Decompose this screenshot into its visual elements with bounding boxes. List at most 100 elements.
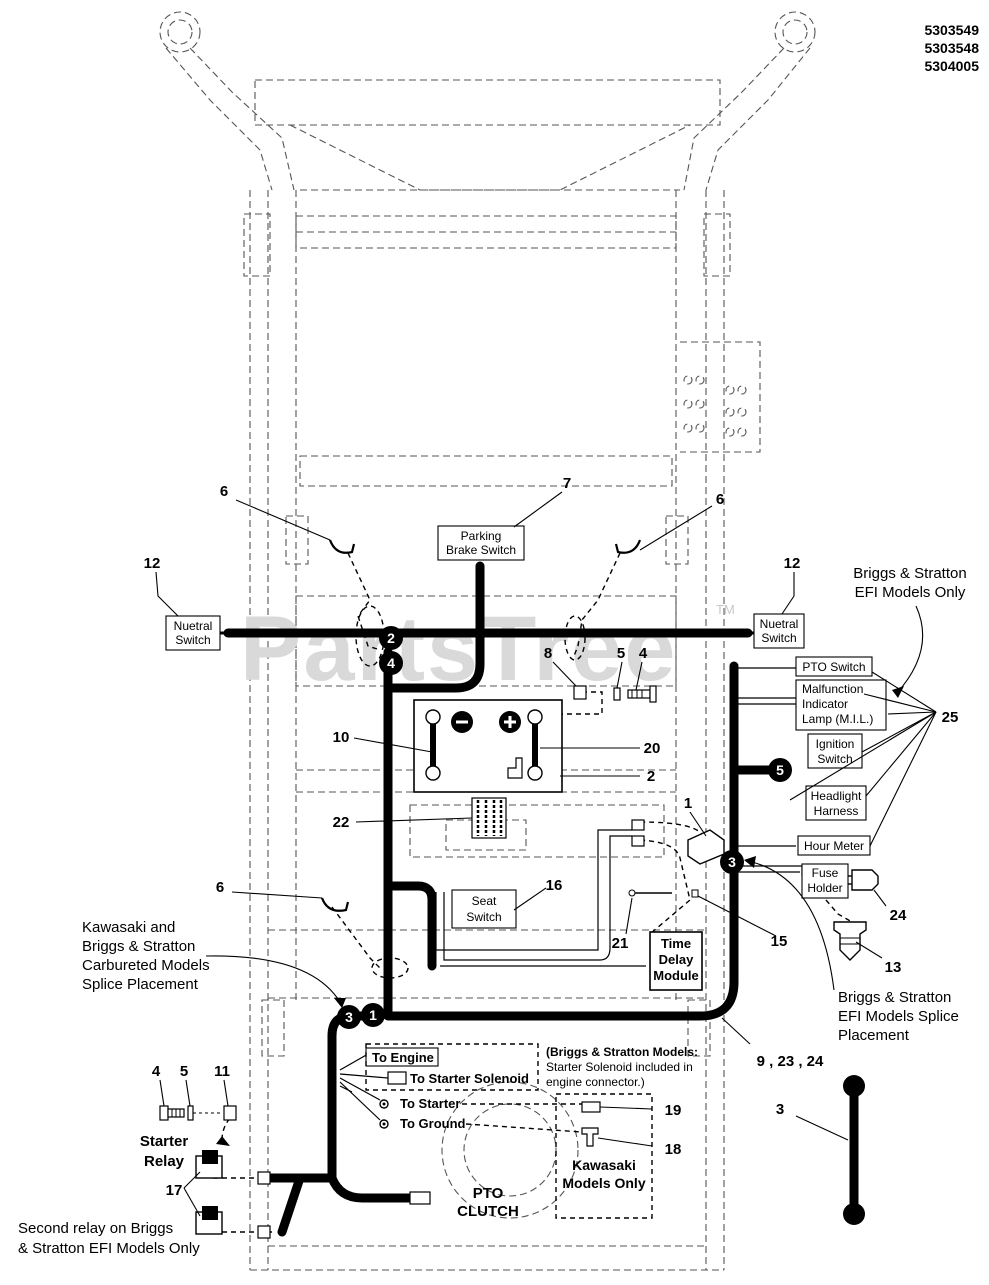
briggs-solenoid-note-title: (Briggs & Stratton Models: xyxy=(546,1045,698,1059)
fuse-holder-label-1: Fuse xyxy=(812,866,839,880)
pto-clutch-label-1: PTO xyxy=(473,1185,504,1202)
mil-label-3: Lamp (M.I.L.) xyxy=(802,712,873,726)
seat-switch-label-1: Seat xyxy=(472,894,497,908)
kawasaki-carb-splice-note-3: Carbureted Models xyxy=(82,957,210,974)
callout-5b: 5 xyxy=(180,1063,188,1080)
callout-19: 19 xyxy=(665,1102,682,1119)
callout-1: 1 xyxy=(684,795,692,812)
svg-text:3: 3 xyxy=(345,1009,353,1025)
thin-wires xyxy=(339,667,803,1121)
pto-switch-label: PTO Switch xyxy=(802,660,865,674)
svg-text:5: 5 xyxy=(776,762,784,778)
callout-9-23-24: 9 , 23 , 24 xyxy=(757,1053,824,1070)
callout-5a: 5 xyxy=(617,645,625,662)
chassis-frame xyxy=(159,11,816,1271)
callout-20: 20 xyxy=(644,740,661,757)
mil-label-1: Malfunction xyxy=(802,682,863,696)
component-shapes xyxy=(159,539,879,1239)
component-labels: Parking Brake Switch Nuetral Switch Nuet… xyxy=(140,529,874,1220)
second-relay-note-1: Second relay on Briggs xyxy=(18,1220,173,1237)
callout-8: 8 xyxy=(544,645,552,662)
time-delay-module-label-1: Time xyxy=(661,936,691,951)
callout-21: 21 xyxy=(612,935,629,952)
callout-7: 7 xyxy=(563,475,571,492)
callout-6a: 6 xyxy=(220,483,228,500)
model-number-3: 5304005 xyxy=(924,58,979,74)
headlight-harness-label-2: Harness xyxy=(814,804,859,818)
starter-relay-icon xyxy=(195,1150,223,1179)
callout-10: 10 xyxy=(333,729,350,746)
callout-18: 18 xyxy=(665,1141,682,1158)
badge-3-right: 3 xyxy=(720,850,744,874)
briggs-efi-splice-note-1: Briggs & Stratton xyxy=(838,989,951,1006)
briggs-efi-splice-note-2: EFI Models Splice xyxy=(838,1008,959,1025)
second-relay-icon xyxy=(195,1206,223,1235)
svg-text:2: 2 xyxy=(387,630,395,646)
kawasaki-carb-splice-note-4: Splice Placement xyxy=(82,976,199,993)
callout-12a: 12 xyxy=(144,555,161,572)
neutral-switch-right-label-1: Nuetral xyxy=(760,617,799,631)
starter-relay-label-1: Starter xyxy=(140,1133,189,1150)
svg-text:3: 3 xyxy=(728,854,736,870)
callout-4a: 4 xyxy=(639,645,648,662)
seat-switch-label-2: Switch xyxy=(466,910,501,924)
callout-16: 16 xyxy=(546,877,563,894)
kawasaki-only-label-1: Kawasaki xyxy=(572,1157,636,1173)
wire-clip-left-icon xyxy=(328,539,356,554)
hour-meter-label: Hour Meter xyxy=(804,839,864,853)
main-harness xyxy=(223,561,785,1237)
callout-12b: 12 xyxy=(784,555,801,572)
badge-2: 2 xyxy=(379,626,403,650)
badge-4: 4 xyxy=(379,651,403,675)
callout-22: 22 xyxy=(333,814,350,831)
to-ground-label: To Ground xyxy=(400,1116,466,1131)
callout-13: 13 xyxy=(885,959,902,976)
time-delay-module-label-2: Delay xyxy=(659,952,694,967)
wire-clip-lower-icon xyxy=(320,897,350,912)
svg-text:4: 4 xyxy=(387,655,395,671)
kawasaki-only-label-2: Models Only xyxy=(562,1175,645,1191)
leader-lines xyxy=(155,491,937,1217)
callout-11: 11 xyxy=(214,1063,230,1080)
to-engine-label: To Engine xyxy=(372,1050,434,1065)
second-relay-note-2: & Stratton EFI Models Only xyxy=(18,1240,200,1257)
connection-badges: 2 4 5 3 3 1 xyxy=(337,626,792,1029)
label-boxes xyxy=(165,525,887,1219)
parking-brake-switch-label-2: Brake Switch xyxy=(446,543,516,557)
briggs-solenoid-note-2: engine connector.) xyxy=(546,1075,645,1089)
time-delay-module-label-3: Module xyxy=(653,968,699,983)
kawasaki-carb-splice-note-1: Kawasaki and xyxy=(82,919,175,936)
starter-relay-label-2: Relay xyxy=(144,1153,185,1170)
ignition-switch-label-2: Switch xyxy=(817,752,852,766)
callout-4b: 4 xyxy=(152,1063,161,1080)
briggs-efi-splice-note-3: Placement xyxy=(838,1027,910,1044)
badge-1: 1 xyxy=(361,1003,385,1027)
svg-text:1: 1 xyxy=(369,1007,377,1023)
briggs-solenoid-note-1: Starter Solenoid included in xyxy=(546,1060,693,1074)
headlight-harness-label-1: Headlight xyxy=(811,789,862,803)
callout-2: 2 xyxy=(647,768,655,785)
watermark-tm: TM xyxy=(716,602,735,617)
briggs-efi-only-note-2: EFI Models Only xyxy=(855,584,966,601)
watermark-text: PartsTree xyxy=(240,598,677,700)
callout-3: 3 xyxy=(776,1101,784,1118)
briggs-efi-only-note-1: Briggs & Stratton xyxy=(853,565,966,582)
kawasaki-carb-splice-note-2: Briggs & Stratton xyxy=(82,938,195,955)
callout-6b: 6 xyxy=(716,491,724,508)
to-starter-label: To Starter xyxy=(400,1096,460,1111)
callout-17: 17 xyxy=(166,1182,183,1199)
badge-5: 5 xyxy=(768,758,792,782)
fuse-icon xyxy=(833,921,867,961)
model-number-1: 5303549 xyxy=(924,22,979,38)
mil-label-2: Indicator xyxy=(802,697,848,711)
model-numbers: 5303549 5303548 5304005 xyxy=(924,22,979,74)
fuse-block xyxy=(471,797,507,839)
callout-25: 25 xyxy=(942,709,959,726)
callout-15: 15 xyxy=(771,933,788,950)
neutral-switch-left-label-1: Nuetral xyxy=(174,619,213,633)
badge-3-left: 3 xyxy=(337,1005,361,1029)
neutral-switch-left-label-2: Switch xyxy=(175,633,210,647)
callout-numbers: 6 7 6 12 12 8 5 4 10 20 2 1 22 25 16 6 2… xyxy=(144,475,959,1199)
notes: Briggs & Stratton EFI Models Only Briggs… xyxy=(18,565,967,1257)
